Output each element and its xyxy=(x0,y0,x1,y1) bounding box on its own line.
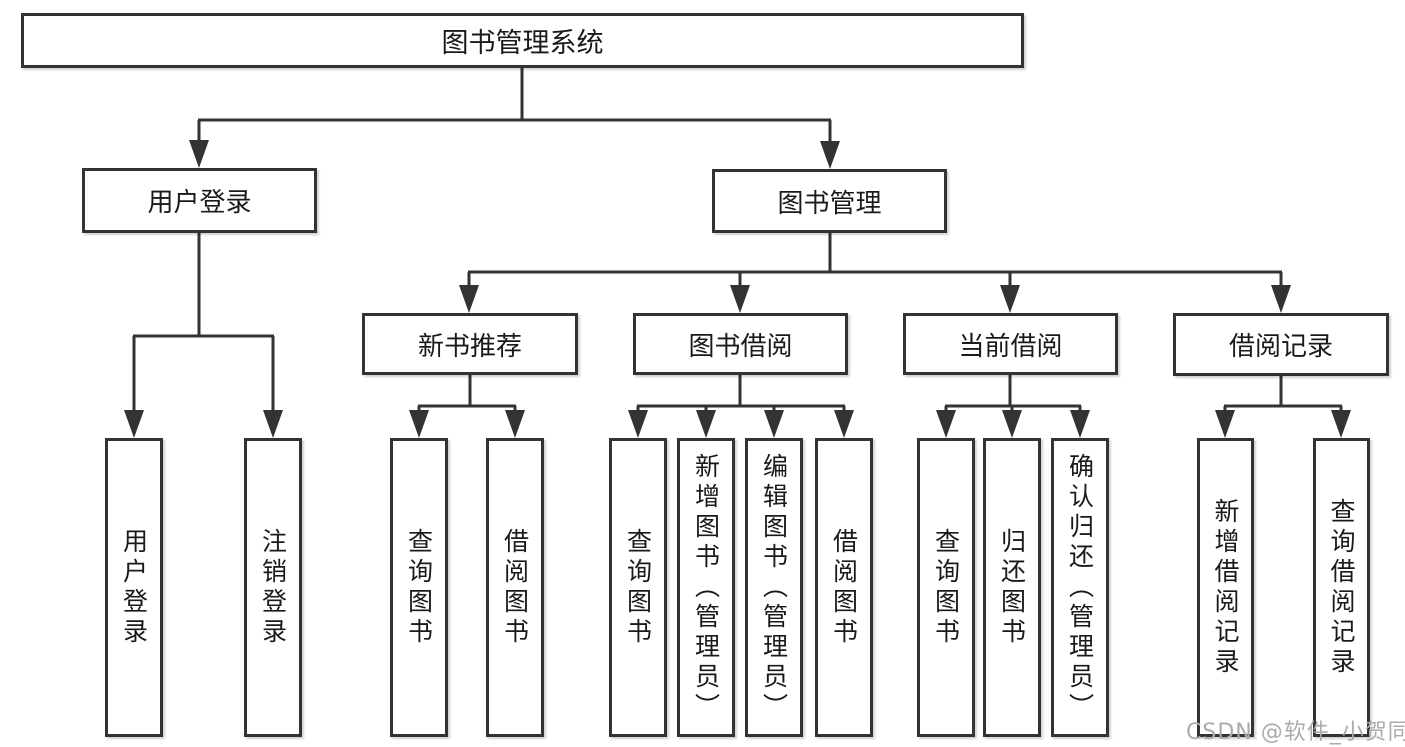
node-book-borrowing: 图书借阅 xyxy=(633,313,848,375)
connector-book-mgmt-to-level3 xyxy=(467,233,1283,290)
leaf-add-borrow-record: 新增借阅记录 xyxy=(1197,438,1254,737)
leaf-return-books: 归还图书 xyxy=(983,438,1041,737)
node-label: 图书管理系统 xyxy=(441,28,604,59)
leaf-edit-books-admin: 编辑图书（管理员） xyxy=(745,438,803,737)
node-book-management: 图书管理 xyxy=(712,169,947,233)
node-label: 查询借阅记录 xyxy=(1327,497,1356,678)
node-label: 查询图书 xyxy=(404,527,434,648)
node-label: 归还图书 xyxy=(997,527,1027,648)
leaf-query-borrow-record: 查询借阅记录 xyxy=(1313,438,1370,737)
watermark: CSDN @软件_小贺同学 xyxy=(1186,720,1405,745)
connector-new-rec-to-leaves xyxy=(417,375,517,414)
node-label: 图书借阅 xyxy=(688,331,793,362)
node-new-book-recommend: 新书推荐 xyxy=(362,313,578,375)
node-user-login: 用户登录 xyxy=(82,168,317,233)
node-label: 借阅记录 xyxy=(1228,332,1333,362)
node-label: 用户登录 xyxy=(147,188,252,218)
arrowheads-level2 xyxy=(189,140,840,169)
connector-book-borrow-to-leaves xyxy=(636,375,846,414)
arrowheads-book-borrow-leaves xyxy=(628,410,854,438)
arrowheads-current-borrow-leaves xyxy=(936,410,1090,438)
connector-user-login-to-leaves xyxy=(132,233,275,414)
arrowheads-borrow-records-leaves xyxy=(1215,410,1351,438)
arrowheads-user-login-leaves xyxy=(124,410,283,438)
node-label: 编辑图书（管理员） xyxy=(759,452,789,723)
node-label: 当前借阅 xyxy=(958,331,1063,362)
node-label: 查询图书 xyxy=(931,527,961,648)
leaf-query-books-current: 查询图书 xyxy=(917,438,975,737)
node-label: 查询图书 xyxy=(623,527,653,648)
node-current-borrowing: 当前借阅 xyxy=(903,313,1118,375)
leaf-borrow-books: 借阅图书 xyxy=(815,438,873,737)
arrowheads-level3 xyxy=(459,285,1291,313)
node-borrow-records: 借阅记录 xyxy=(1173,313,1389,376)
leaf-confirm-return-admin: 确认归还（管理员） xyxy=(1051,438,1109,737)
connector-current-borrow-to-leaves xyxy=(944,375,1082,414)
connector-borrow-records-to-leaves xyxy=(1223,376,1343,414)
node-label: 借阅图书 xyxy=(500,527,530,648)
node-label: 确认归还（管理员） xyxy=(1065,452,1095,723)
node-library-management-system: 图书管理系统 xyxy=(21,13,1024,68)
leaf-borrow-books-recommend: 借阅图书 xyxy=(486,438,544,737)
node-label: 新书推荐 xyxy=(417,331,522,362)
leaf-query-books-recommend: 查询图书 xyxy=(390,438,448,737)
node-label: 新增借阅记录 xyxy=(1211,497,1240,678)
connector-root-to-level2 xyxy=(197,68,832,145)
node-label: 图书管理 xyxy=(777,188,882,219)
leaf-query-books-borrowing: 查询图书 xyxy=(609,438,667,737)
node-label: 新增图书（管理员） xyxy=(691,452,721,723)
node-label: 注销登录 xyxy=(258,527,288,648)
node-label: 用户登录 xyxy=(119,527,149,648)
leaf-add-books-admin: 新增图书（管理员） xyxy=(677,438,735,737)
leaf-logout: 注销登录 xyxy=(244,438,302,737)
leaf-user-login: 用户登录 xyxy=(105,438,163,737)
node-label: 借阅图书 xyxy=(829,527,859,648)
arrowheads-new-rec-leaves xyxy=(409,410,525,438)
